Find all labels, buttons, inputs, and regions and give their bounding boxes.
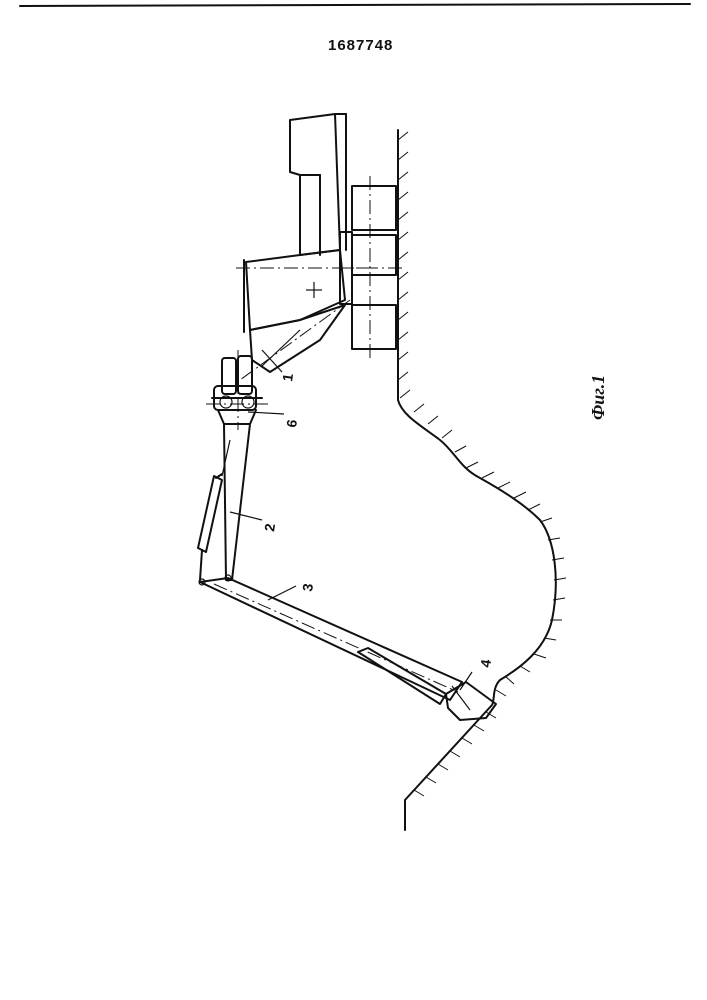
rotary-joint-6 [206, 350, 270, 430]
figure-caption: Фиг.1 [588, 375, 608, 420]
boom-section-1 [240, 300, 350, 380]
label-part-6: 6 [283, 418, 300, 428]
machine-base [340, 176, 404, 360]
boom-section-2 [198, 424, 250, 580]
sheet-top-border [20, 4, 690, 6]
patent-number: 1687748 [328, 37, 393, 54]
ground-profile [398, 130, 566, 830]
label-part-3: 3 [299, 582, 316, 592]
leader-lines [230, 350, 472, 690]
turret [236, 250, 380, 332]
tool-4 [446, 682, 496, 720]
machine-cab [290, 114, 346, 255]
ground-hatching [398, 132, 566, 796]
label-part-4: 4 [477, 658, 494, 668]
label-part-1: 1 [279, 372, 296, 382]
boom-section-3 [199, 575, 462, 704]
label-part-2: 2 [261, 522, 278, 532]
